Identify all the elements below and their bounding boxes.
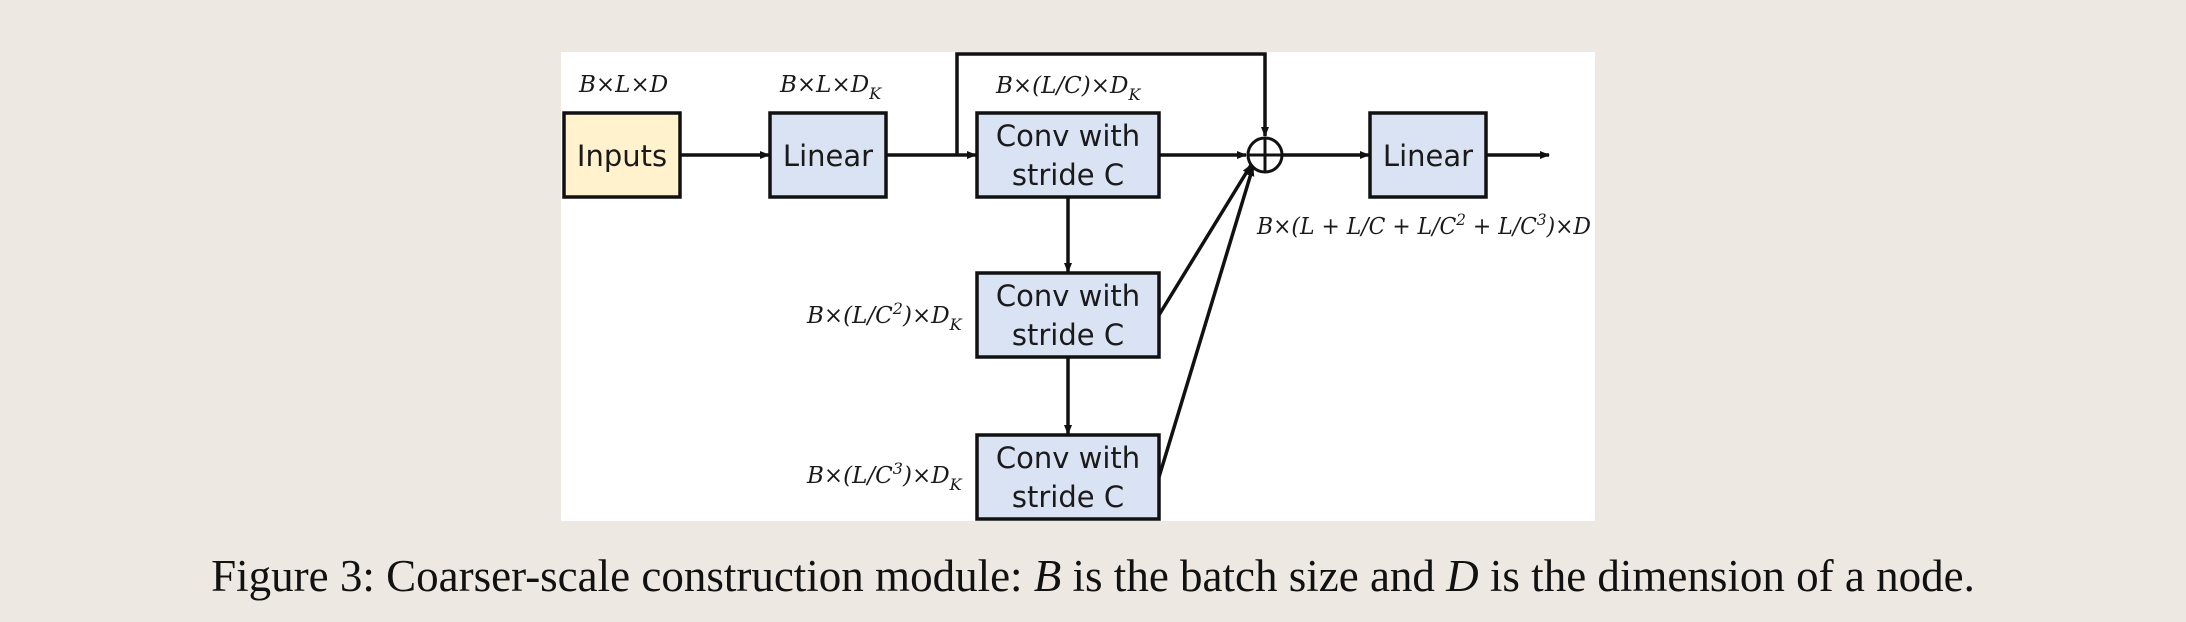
conv1-node: Conv with stride C [975, 111, 1161, 199]
linear-in-box [768, 111, 888, 199]
dim-label-conv2: B×(L/C2)×DK [806, 299, 963, 334]
sum-node [1246, 136, 1284, 174]
dim-label-conv3: B×(L/C3)×DK [806, 459, 963, 494]
conv3-label-line1: Conv with [996, 441, 1140, 475]
diagram-canvas: Inputs Linear Conv with stride C Conv wi… [562, 52, 1591, 521]
dim-label-linear-in: B×L×DK [779, 72, 882, 103]
inputs-node: Inputs [562, 111, 682, 199]
diagram-panel: Inputs Linear Conv with stride C Conv wi… [561, 52, 1595, 521]
conv2-label-line1: Conv with [996, 279, 1140, 313]
linear-out-node: Linear [1368, 111, 1488, 199]
inputs-box [562, 111, 682, 199]
arrow-conv2-to-sum [1157, 164, 1253, 316]
conv2-label-line2: stride C [1012, 318, 1124, 352]
conv1-label-line1: Conv with [996, 119, 1140, 153]
conv3-label-line2: stride C [1012, 480, 1124, 514]
caption-var-b: B [1033, 551, 1062, 601]
conv2-node: Conv with stride C [975, 271, 1161, 359]
inputs-label: Inputs [577, 139, 667, 173]
figure-caption: Figure 3: Coarser-scale construction mod… [0, 550, 2186, 602]
caption-var-d: D [1446, 551, 1479, 601]
linear-in-label: Linear [783, 139, 873, 173]
linear-out-box [1368, 111, 1488, 199]
arrow-conv3-to-sum [1157, 166, 1255, 478]
dim-label-inputs: B×L×D [578, 72, 668, 98]
arrow-skip-to-sum [955, 52, 1269, 155]
conv3-node: Conv with stride C [975, 433, 1161, 521]
conv1-label-line2: stride C [1012, 158, 1124, 192]
linear-out-label: Linear [1383, 139, 1473, 173]
linear-in-node: Linear [768, 111, 888, 199]
conv3-box [975, 433, 1161, 521]
caption-middle: is the batch size and [1061, 551, 1447, 601]
caption-prefix: Figure 3: Coarser-scale construction mod… [211, 551, 1034, 601]
caption-suffix: is the dimension of a node. [1478, 551, 1975, 601]
dim-label-conv1: B×(L/C)×DK [995, 73, 1141, 104]
dim-label-output: B×(L + L/C + L/C2 + L/C3)×D [1256, 210, 1591, 240]
